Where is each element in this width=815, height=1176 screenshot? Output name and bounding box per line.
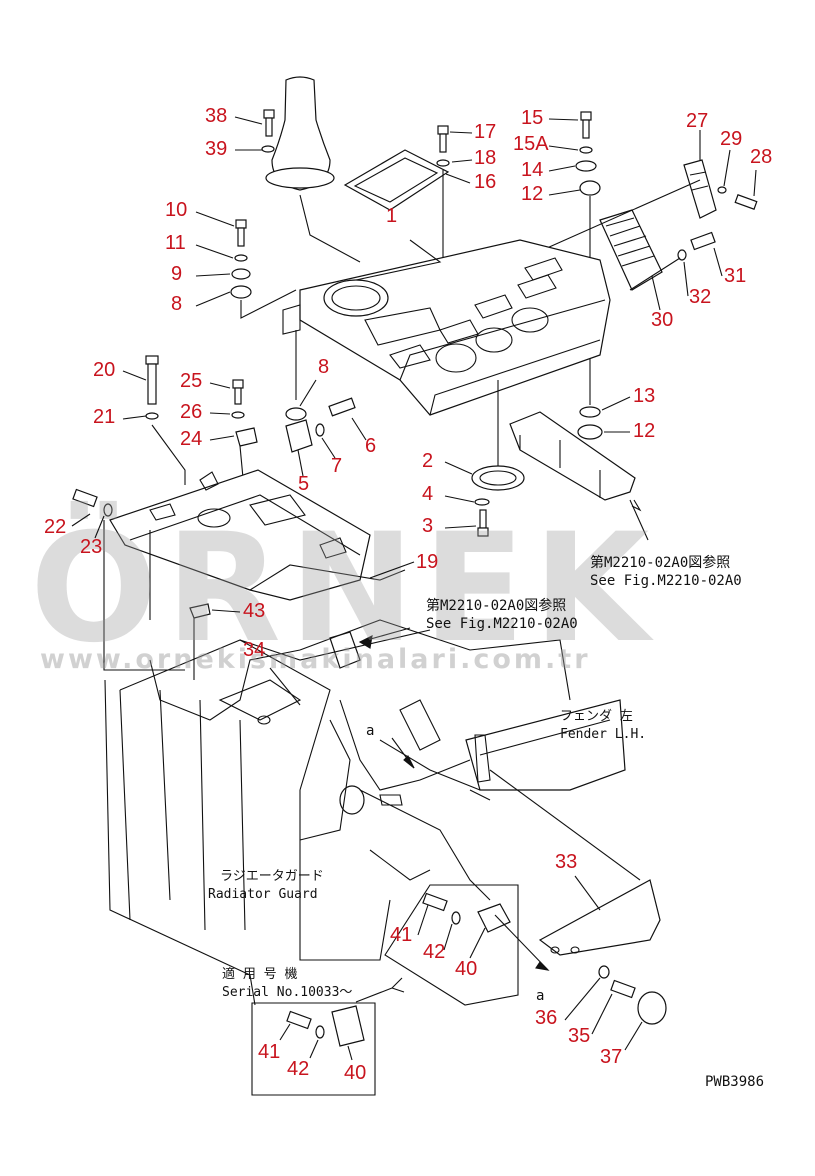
part-number-7: 7	[331, 455, 342, 477]
line-art	[72, 76, 758, 1096]
part-number-43: 43	[243, 600, 265, 622]
part-number-11: 11	[165, 232, 186, 254]
part-number-20: 20	[93, 359, 115, 381]
part-callouts: 38 39 17 18 16 15 15A 14 12 27 29 28 1 1…	[44, 105, 772, 1084]
part-number-41: 41	[390, 924, 412, 946]
detail-a-marker-2: a	[536, 988, 544, 1004]
part-number-26: 26	[180, 401, 202, 423]
part-number-22: 22	[44, 516, 66, 538]
text-labels: 第M2210-02A0図参照 See Fig.M2210-02A0 第M2210…	[208, 554, 764, 1090]
part-number-21: 21	[93, 406, 115, 428]
part-number-33: 33	[555, 851, 577, 873]
drawing-code: PWB3986	[705, 1074, 764, 1090]
part-number-42-detail: 42	[287, 1058, 309, 1080]
part-number-41-detail: 41	[258, 1041, 280, 1063]
part-number-28: 28	[750, 146, 772, 168]
part-number-12-lower: 12	[633, 420, 655, 442]
part-number-5: 5	[298, 473, 309, 495]
part-number-1: 1	[386, 205, 397, 227]
part-number-25: 25	[180, 370, 202, 392]
part-number-42: 42	[423, 941, 445, 963]
serial-label-jp: 適 用 号 機	[222, 966, 297, 982]
detail-a-marker-1: a	[366, 723, 374, 739]
part-number-2: 2	[422, 450, 433, 472]
part-number-24: 24	[180, 428, 202, 450]
part-number-14: 14	[521, 159, 543, 181]
part-number-37: 37	[600, 1046, 622, 1068]
part-number-18: 18	[474, 147, 496, 169]
part-number-6: 6	[365, 435, 376, 457]
fender-label-en: Fender L.H.	[560, 727, 646, 742]
fender-label-jp: フェンダ 左	[560, 709, 633, 724]
watermark-url: www.ornekismakinalari.com.tr	[40, 644, 591, 675]
see-fig-1-en: See Fig.M2210-02A0	[590, 573, 742, 589]
part-number-23: 23	[80, 536, 102, 558]
part-number-39: 39	[205, 138, 227, 160]
part-number-12: 12	[521, 183, 543, 205]
part-number-8-lower: 8	[318, 356, 329, 378]
part-number-17: 17	[474, 121, 496, 143]
part-number-40: 40	[455, 958, 477, 980]
part-number-16: 16	[474, 171, 496, 193]
part-number-34: 34	[243, 639, 265, 661]
radiator-label-en: Radiator Guard	[208, 887, 318, 902]
part-number-31: 31	[724, 265, 746, 287]
part-number-40-detail: 40	[344, 1062, 366, 1084]
part-number-9: 9	[171, 263, 182, 285]
part-number-15: 15	[521, 107, 543, 129]
part-number-4: 4	[422, 483, 433, 505]
part-number-8: 8	[171, 293, 182, 315]
leader-lines	[71, 116, 757, 1061]
part-number-29: 29	[720, 128, 742, 150]
part-number-30: 30	[651, 309, 673, 331]
watermark-brand: ÖRNEK	[30, 500, 657, 676]
part-number-13: 13	[633, 385, 655, 407]
radiator-label-jp: ラジエータガード	[220, 869, 324, 884]
part-number-32: 32	[689, 286, 711, 308]
see-fig-1-jp: 第M2210-02A0図参照	[590, 554, 730, 571]
part-number-35: 35	[568, 1025, 590, 1047]
part-number-38: 38	[205, 105, 227, 127]
part-number-10: 10	[165, 199, 187, 221]
serial-label-en: Serial No.10033～	[222, 985, 352, 1000]
see-fig-2-jp: 第M2210-02A0図参照	[426, 597, 566, 614]
part-number-3: 3	[422, 515, 433, 537]
part-number-27: 27	[686, 110, 708, 132]
part-number-15a: 15A	[513, 133, 549, 155]
part-number-19: 19	[416, 551, 438, 573]
part-number-36: 36	[535, 1007, 557, 1029]
see-fig-2-en: See Fig.M2210-02A0	[426, 616, 578, 632]
